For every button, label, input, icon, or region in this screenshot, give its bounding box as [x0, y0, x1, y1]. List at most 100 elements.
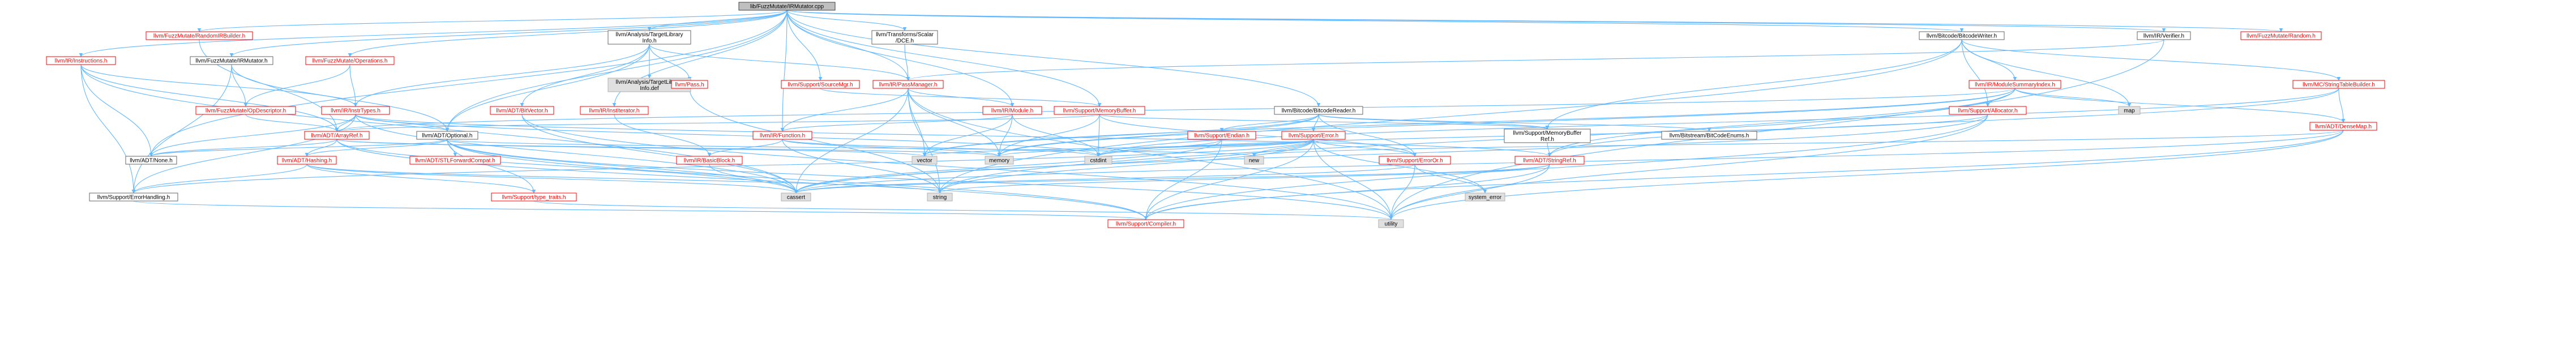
dependency-edge: [305, 139, 448, 157]
dependency-edge: [447, 139, 1393, 220]
node-box: [1504, 129, 1591, 143]
dependency-edge: [199, 39, 339, 132]
graph-node-bitcodeenums[interactable]: llvm/Bitstream/BitCodeEnums.h: [1661, 131, 1757, 140]
graph-node-bitcodereader[interactable]: llvm/Bitcode/BitcodeReader.h: [1274, 106, 1363, 115]
dependency-edge: [79, 10, 788, 57]
graph-node-irmodule[interactable]: llvm/IR/Module.h: [982, 106, 1042, 115]
graph-node-institerator[interactable]: llvm/IR/InstIterator.h: [580, 106, 649, 115]
node-box: [982, 106, 1042, 115]
dependency-edge: [1099, 114, 1417, 157]
dependency-edge: [794, 139, 1314, 194]
edge-layer: [79, 10, 2346, 220]
graph-node-hashing[interactable]: llvm/ADT/Hashing.h: [277, 156, 337, 165]
graph-node-stringref[interactable]: llvm/ADT/StringRef.h: [1514, 156, 1585, 165]
graph-node-transforms[interactable]: llvm/Transforms/Scalar/DCE.h: [871, 30, 938, 45]
node-label: llvm/ADT/None.h: [130, 158, 173, 164]
dependency-edge: [1096, 114, 1101, 157]
graph-node-memorybuffer[interactable]: llvm/Support/MemoryBuffer.h: [1054, 106, 1145, 115]
graph-node-function[interactable]: llvm/IR/Function.h: [752, 131, 812, 140]
graph-node-basicblock[interactable]: llvm/IR/BasicBlock.h: [676, 156, 743, 165]
node-box: [490, 106, 554, 115]
node-box: [752, 131, 812, 140]
node-box: [2137, 31, 2191, 40]
graph-node-endian[interactable]: llvm/Support/Endian.h: [1187, 131, 1256, 140]
dependency-edge: [786, 10, 907, 31]
graph-node-randomirbuilder[interactable]: llvm/FuzzMutate/RandomIRBuilder.h: [146, 31, 253, 40]
node-box: [607, 30, 691, 45]
node-box: [580, 106, 649, 115]
graph-node-fuzzrandom[interactable]: llvm/FuzzMutate/Random.h: [2240, 31, 2322, 40]
dependency-edge: [521, 114, 1393, 220]
graph-node-vector: vector: [912, 156, 938, 165]
dependency-edge: [938, 164, 1550, 194]
graph-node-irmutatorh[interactable]: llvm/FuzzMutate/IRMutator.h: [190, 56, 273, 65]
node-box: [738, 2, 836, 11]
dependency-edge: [348, 10, 788, 57]
dependency-edge: [1252, 139, 1314, 157]
dependency-edge: [1313, 139, 1417, 157]
node-box: [1919, 31, 2005, 40]
node-label: cassert: [787, 195, 805, 201]
graph-node-supporterror[interactable]: llvm/Support/Error.h: [1281, 131, 1346, 140]
dependency-edge: [1545, 39, 1962, 130]
dependency-edge: [306, 164, 536, 194]
dependency-edge: [786, 10, 1102, 107]
node-label: llvm/Bitcode/BitcodeReader.h: [1282, 108, 1356, 114]
graph-node-optional[interactable]: llvm/ADT/Optional.h: [416, 131, 478, 140]
node-box: [2292, 80, 2385, 89]
node-label: llvm/Support/MemoryBuffer: [1513, 130, 1582, 136]
graph-node-insttypes[interactable]: llvm/IR/InstrTypes.h: [321, 106, 390, 115]
dependency-edge: [786, 10, 823, 81]
node-box: [927, 192, 953, 202]
graph-node-sourcemgr[interactable]: llvm/Support/SourceMgr.h: [781, 80, 860, 89]
graph-node-irverifier[interactable]: llvm/IR/Verifier.h: [2137, 31, 2191, 40]
dependency-edge: [1144, 164, 1550, 220]
node-label: llvm/Support/ErrorHandling.h: [97, 195, 170, 201]
dependency-edge: [336, 139, 798, 194]
node-label: /DCE.h: [896, 38, 914, 44]
node-label: llvm/IR/InstIterator.h: [589, 108, 640, 114]
graph-node-bitvector[interactable]: llvm/ADT/BitVector.h: [490, 106, 554, 115]
graph-node-erroror[interactable]: llvm/Support/ErrorOr.h: [1379, 156, 1451, 165]
graph-node-pass[interactable]: llvm/Pass.h: [671, 80, 708, 89]
dependency-edge: [349, 64, 358, 107]
dependency-edge: [447, 139, 1256, 157]
graph-node-operations[interactable]: llvm/FuzzMutate/Operations.h: [305, 56, 395, 65]
node-label: Info.h: [642, 38, 656, 44]
node-box: [146, 31, 253, 40]
dependency-edge: [1096, 88, 2339, 157]
node-label: llvm/Support/Error.h: [1289, 133, 1338, 139]
graph-node-bitcodewriter[interactable]: llvm/Bitcode/BitcodeWriter.h: [1919, 31, 2005, 40]
dependency-edge: [1389, 114, 1988, 220]
dependency-edge: [1389, 164, 1415, 220]
graph-node-errorhandling[interactable]: llvm/Support/ErrorHandling.h: [89, 192, 178, 202]
node-label: llvm/Support/type_traits.h: [502, 195, 566, 201]
graph-node-stringtablebuilder[interactable]: llvm/MC/StringTableBuilder.h: [2292, 80, 2385, 89]
node-label: llvm/FuzzMutate/RandomIRBuilder.h: [153, 33, 245, 40]
dependency-edge: [355, 114, 1551, 157]
graph-node-opdescriptor[interactable]: llvm/FuzzMutate/OpDescriptor.h: [195, 106, 296, 115]
node-box: [781, 80, 860, 89]
dependency-edge: [709, 164, 798, 194]
graph-node-modulesummary[interactable]: llvm/IR/ModuleSummaryIndex.h: [1969, 80, 2061, 89]
graph-node-map: map: [2118, 106, 2141, 115]
node-label: utility: [1385, 221, 1398, 228]
graph-node-allocator[interactable]: llvm/Support/Allocator.h: [1949, 106, 2027, 115]
graph-node-typetraits[interactable]: llvm/Support/type_traits.h: [491, 192, 577, 202]
graph-node-stlforward[interactable]: llvm/ADT/STLForwardCompat.h: [409, 156, 501, 165]
graph-node-arrayref[interactable]: llvm/ADT/ArrayRef.h: [304, 131, 370, 140]
dependency-edge: [1318, 114, 1417, 157]
graph-node-instructions[interactable]: llvm/IR/Instructions.h: [46, 56, 116, 65]
dependency-edge: [149, 139, 448, 157]
graph-node-passmanager[interactable]: llvm/IR/PassManager.h: [872, 80, 944, 89]
dependency-edge: [794, 139, 1222, 194]
node-layer: lib/FuzzMutate/IRMutator.cppllvm/FuzzMut…: [46, 2, 2385, 228]
node-label: llvm/IR/InstrTypes.h: [331, 108, 380, 114]
dependency-edge: [198, 10, 788, 32]
graph-node-compiler[interactable]: llvm/Support/Compiler.h: [1107, 219, 1184, 228]
graph-node-adtnone[interactable]: llvm/ADT/None.h: [125, 156, 177, 165]
graph-node-densemap[interactable]: llvm/ADT/DenseMap.h: [2309, 122, 2377, 131]
